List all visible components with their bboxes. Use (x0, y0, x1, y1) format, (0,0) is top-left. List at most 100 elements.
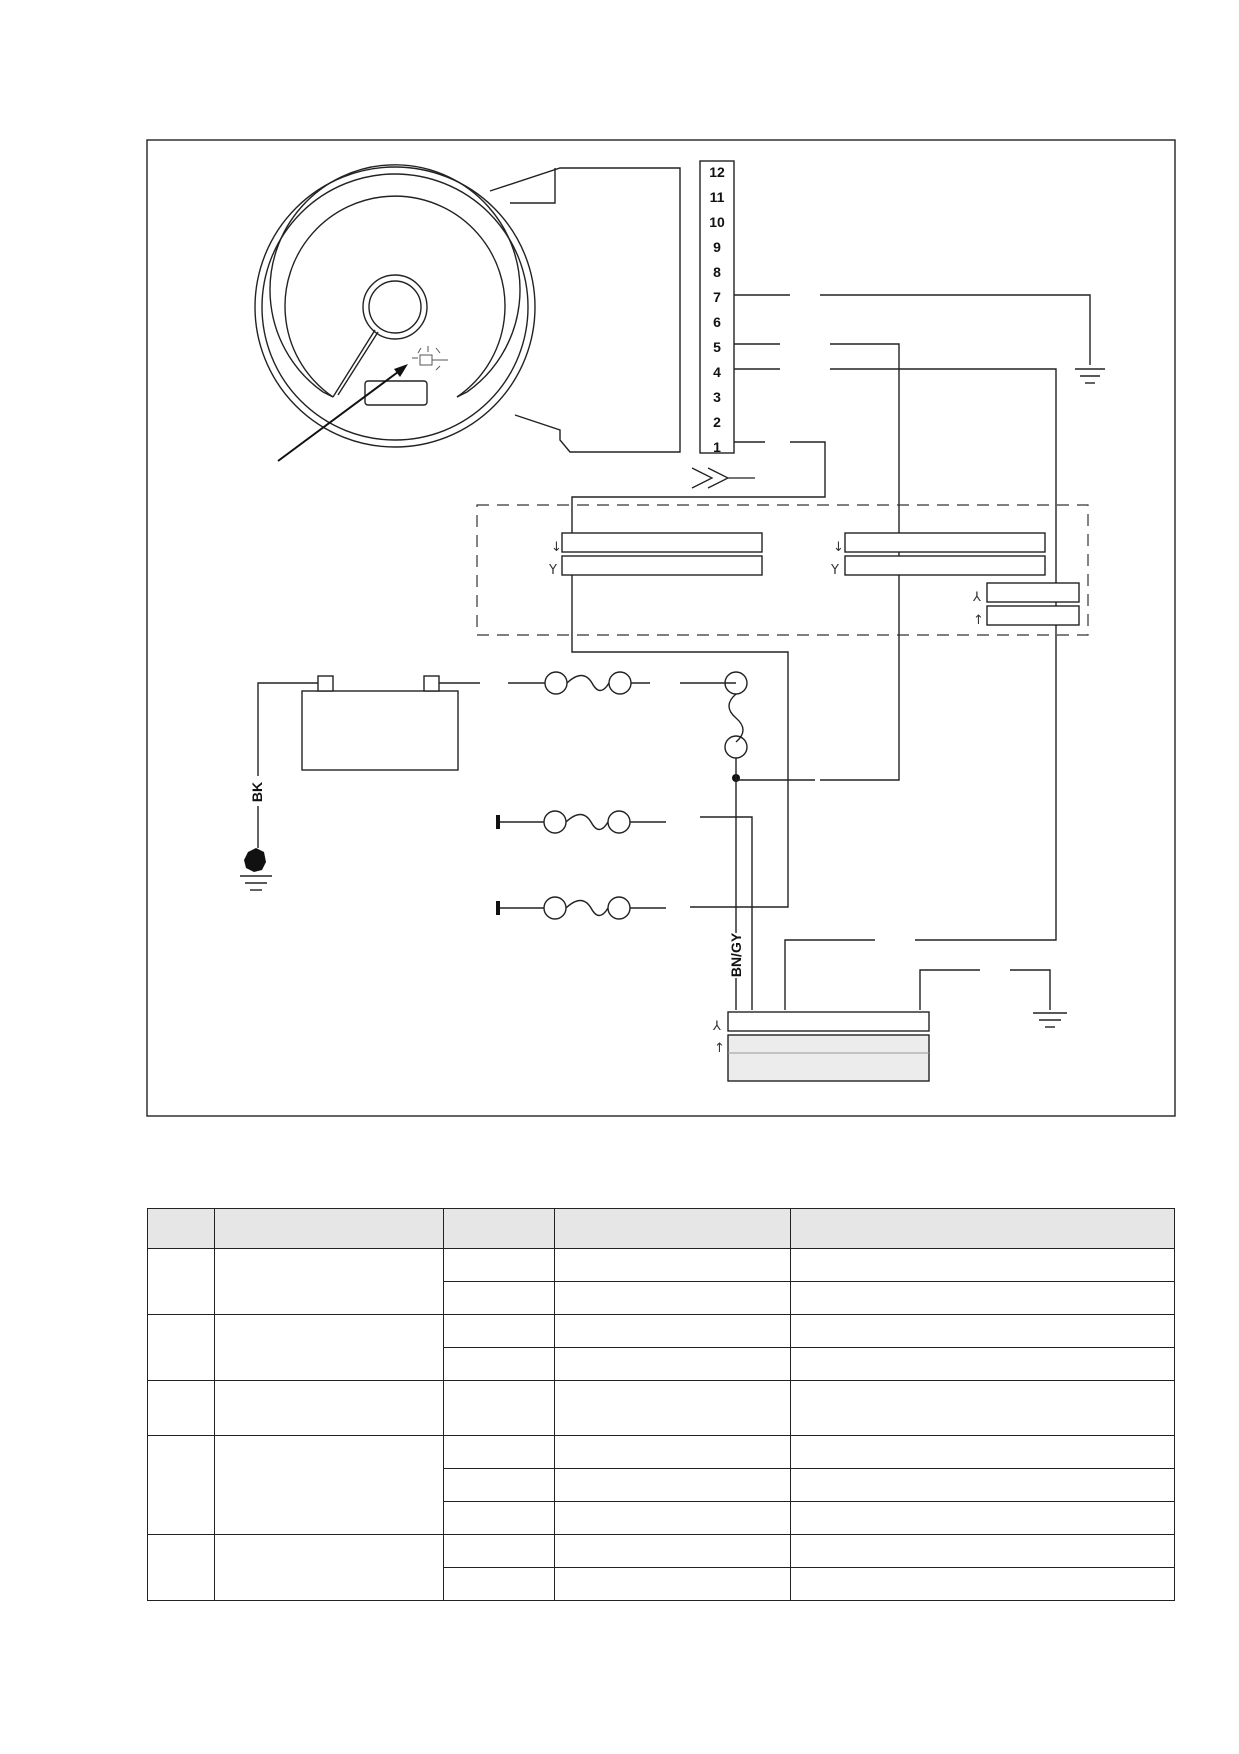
table-row (148, 1567, 1175, 1601)
table-row (148, 1347, 1175, 1381)
pin-label: 8 (713, 264, 721, 280)
table-cell (443, 1248, 555, 1282)
table-cell (443, 1468, 555, 1502)
pin-label: 5 (713, 339, 721, 355)
wire-pin7-ground (734, 294, 1091, 365)
svg-text:Y: Y (830, 563, 839, 578)
reference-table (147, 1208, 1175, 1601)
table-header-row (147, 1208, 1175, 1249)
table-cell (443, 1380, 555, 1436)
fuse-icon (496, 896, 666, 920)
table-cell (554, 1534, 791, 1568)
svg-text:⅄: ⅄ (972, 590, 981, 605)
table-row (147, 1380, 1175, 1436)
connector-plug-icon (691, 467, 755, 489)
table-cell (790, 1248, 1175, 1282)
pin-label: 11 (710, 189, 725, 205)
fuse-icon (496, 810, 666, 834)
table-cell (790, 1281, 1175, 1315)
warning-lamp-icon (412, 346, 448, 371)
table-cell (443, 1314, 555, 1348)
wire-battery-ground (257, 682, 318, 848)
table-cell (214, 1314, 444, 1381)
control-module-outline (476, 504, 1089, 636)
table-cell (443, 1567, 555, 1601)
table-cell (554, 1567, 791, 1601)
table-row (147, 1534, 1175, 1601)
svg-text:⅄: ⅄ (712, 1019, 721, 1034)
pin-label: 7 (713, 289, 721, 305)
fuse-vertical-icon (724, 671, 748, 759)
module-connector-small: ⅄ ↑ (972, 582, 1080, 628)
pointer-arrow (277, 364, 408, 462)
lower-component-connector: ⅄ ↑ (712, 1011, 930, 1082)
table-cell (554, 1347, 791, 1381)
table-cell (214, 1534, 444, 1601)
table-cell (790, 1567, 1175, 1601)
pin-label: 6 (713, 314, 721, 330)
table-cell (443, 1534, 555, 1568)
table-row (147, 1248, 1175, 1315)
table-header-cell (554, 1208, 791, 1249)
wire-pin4 (734, 368, 1057, 941)
table-cell (790, 1501, 1175, 1535)
table-cell (554, 1435, 791, 1469)
table-cell (214, 1435, 444, 1535)
table-cell (554, 1468, 791, 1502)
pin-label: 12 (709, 164, 725, 180)
table-header-cell (790, 1208, 1175, 1249)
chassis-ground-icon (240, 848, 272, 891)
gauge (254, 164, 681, 453)
table-cell (443, 1435, 555, 1469)
table-cell (790, 1435, 1175, 1469)
pin-label: 9 (713, 239, 721, 255)
table-cell (554, 1248, 791, 1282)
svg-text:↑: ↑ (714, 1041, 725, 1056)
table-row (148, 1281, 1175, 1315)
instrument-connector: 12 11 10 9 8 7 6 5 4 3 2 1 (691, 160, 755, 489)
wire-lower-feed (784, 939, 875, 1010)
table-cell (554, 1501, 791, 1535)
wire-pin1 (571, 441, 826, 535)
table-cell (790, 1380, 1175, 1436)
table-cell (790, 1468, 1175, 1502)
table-cell (214, 1380, 444, 1436)
pin-label: 10 (709, 214, 725, 230)
table-row (148, 1468, 1175, 1502)
table-cell (554, 1314, 791, 1348)
table-cell (147, 1314, 215, 1381)
ground-icon (1075, 368, 1105, 384)
svg-text:↓: ↓ (551, 540, 562, 555)
fuse-icon (508, 671, 650, 695)
table-cell (443, 1347, 555, 1381)
svg-text:↓: ↓ (833, 540, 844, 555)
table-row (147, 1314, 1175, 1381)
wire-label-bk: BK (249, 782, 265, 802)
pin-label: 4 (713, 364, 721, 380)
module-connector-right: ↓ Y (830, 532, 1046, 578)
ground-icon (1033, 1012, 1067, 1028)
diagram-frame (146, 139, 1176, 1117)
table-cell (443, 1501, 555, 1535)
table-cell (214, 1248, 444, 1315)
module-connector-left: ↓ Y (548, 532, 763, 578)
battery (301, 675, 459, 771)
table-cell (147, 1534, 215, 1601)
table-header-cell (214, 1208, 444, 1249)
table-cell (554, 1281, 791, 1315)
table-cell (147, 1435, 215, 1535)
table-cell (790, 1347, 1175, 1381)
pin-label: 3 (713, 389, 721, 405)
table-cell (147, 1248, 215, 1315)
svg-text:↑: ↑ (973, 613, 984, 628)
table-row (147, 1435, 1175, 1535)
wire-module-lower (571, 575, 789, 908)
pin-label: 1 (713, 439, 721, 455)
wire-fuse2 (700, 816, 753, 1010)
table-header-cell (443, 1208, 555, 1249)
table-cell (443, 1281, 555, 1315)
table-header-cell (147, 1208, 215, 1249)
table-cell (554, 1380, 791, 1436)
svg-text:Y: Y (548, 563, 557, 578)
